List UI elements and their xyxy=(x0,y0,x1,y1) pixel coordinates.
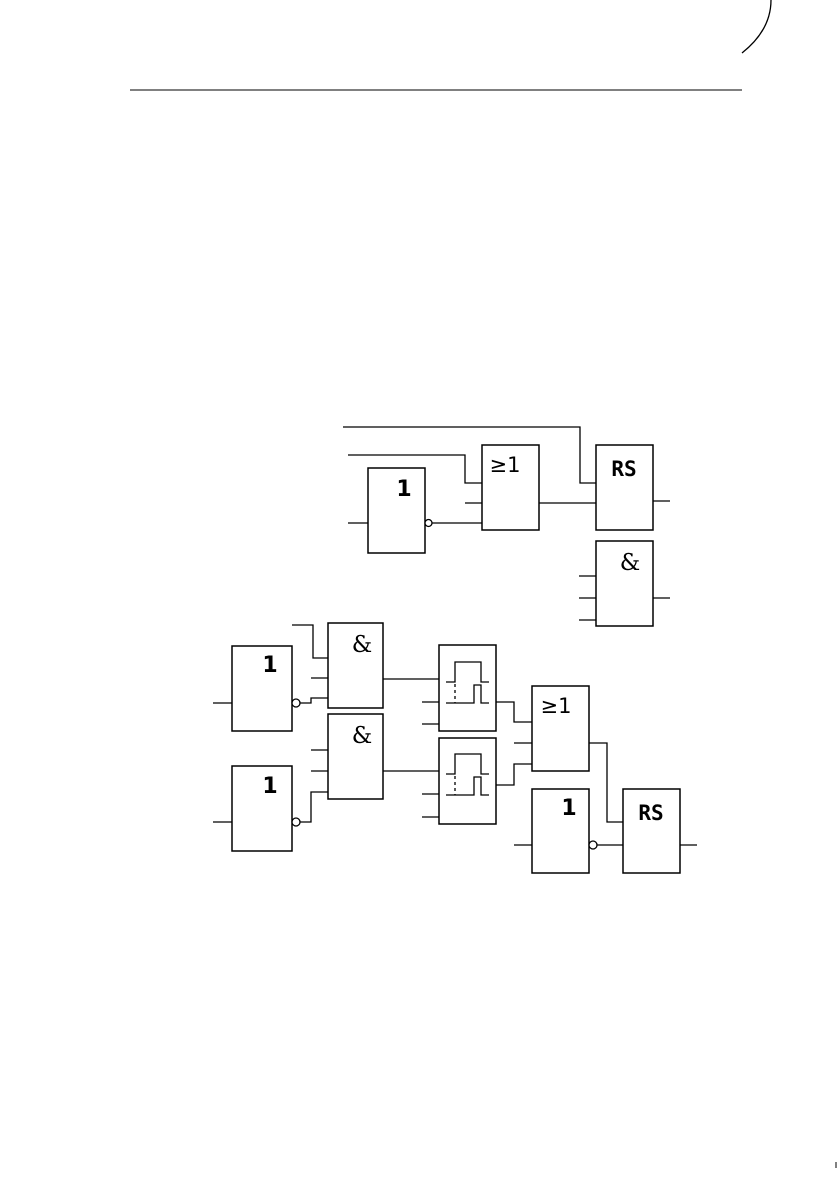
bottom-and-gate-1: & xyxy=(328,623,383,708)
wire-bottom-pulse1-to-or xyxy=(496,702,532,722)
bottom-pulse-block-1 xyxy=(439,645,496,731)
bottom-not1-inversion-bubble xyxy=(292,699,300,707)
bottom-not1-label: 1 xyxy=(262,653,277,678)
wire-bottom-not2-to-and2 xyxy=(300,792,328,822)
bottom-not-gate-1: 1 xyxy=(232,646,300,731)
top-rs-label: RS xyxy=(611,457,636,481)
bottom-not3-label: 1 xyxy=(561,796,576,821)
bottom-and-gate-2: & xyxy=(328,714,383,799)
top-rs-flipflop: RS xyxy=(596,445,653,530)
top-and-gate-label: & xyxy=(620,550,640,576)
top-not-inversion-bubble xyxy=(425,520,432,527)
bottom-not2-inversion-bubble xyxy=(292,818,300,826)
bottom-and1-label: & xyxy=(352,632,372,658)
top-circuit: 1 ≥1 RS & xyxy=(343,427,670,626)
wire-bottom-or-to-rs xyxy=(589,743,623,822)
wire-bottom-pulse2-to-or xyxy=(496,764,532,785)
bottom-not-gate-2: 1 xyxy=(232,766,300,851)
bottom-not3-inversion-bubble xyxy=(589,841,597,849)
bottom-not2-label: 1 xyxy=(262,774,277,799)
top-or-gate-label: ≥1 xyxy=(490,453,521,477)
top-not-gate: 1 xyxy=(368,468,432,553)
bottom-pulse-block-2 xyxy=(439,738,496,824)
bottom-not-gate-3: 1 xyxy=(532,789,597,873)
page-corner-arc xyxy=(742,0,771,53)
bottom-rs-label: RS xyxy=(638,801,663,825)
bottom-or-gate-label: ≥1 xyxy=(541,694,572,718)
wire-bottom-not1-to-and1 xyxy=(300,698,328,703)
wire-bottom-and1-input-1 xyxy=(292,625,328,658)
bottom-rs-flipflop: RS xyxy=(623,789,680,873)
bottom-or-gate: ≥1 xyxy=(532,686,589,771)
bottom-circuit: 1 1 & & xyxy=(213,623,697,873)
top-and-gate: & xyxy=(596,541,653,626)
top-or-gate: ≥1 xyxy=(482,445,539,530)
top-not-gate-label: 1 xyxy=(396,477,411,502)
bottom-and2-label: & xyxy=(352,723,372,749)
